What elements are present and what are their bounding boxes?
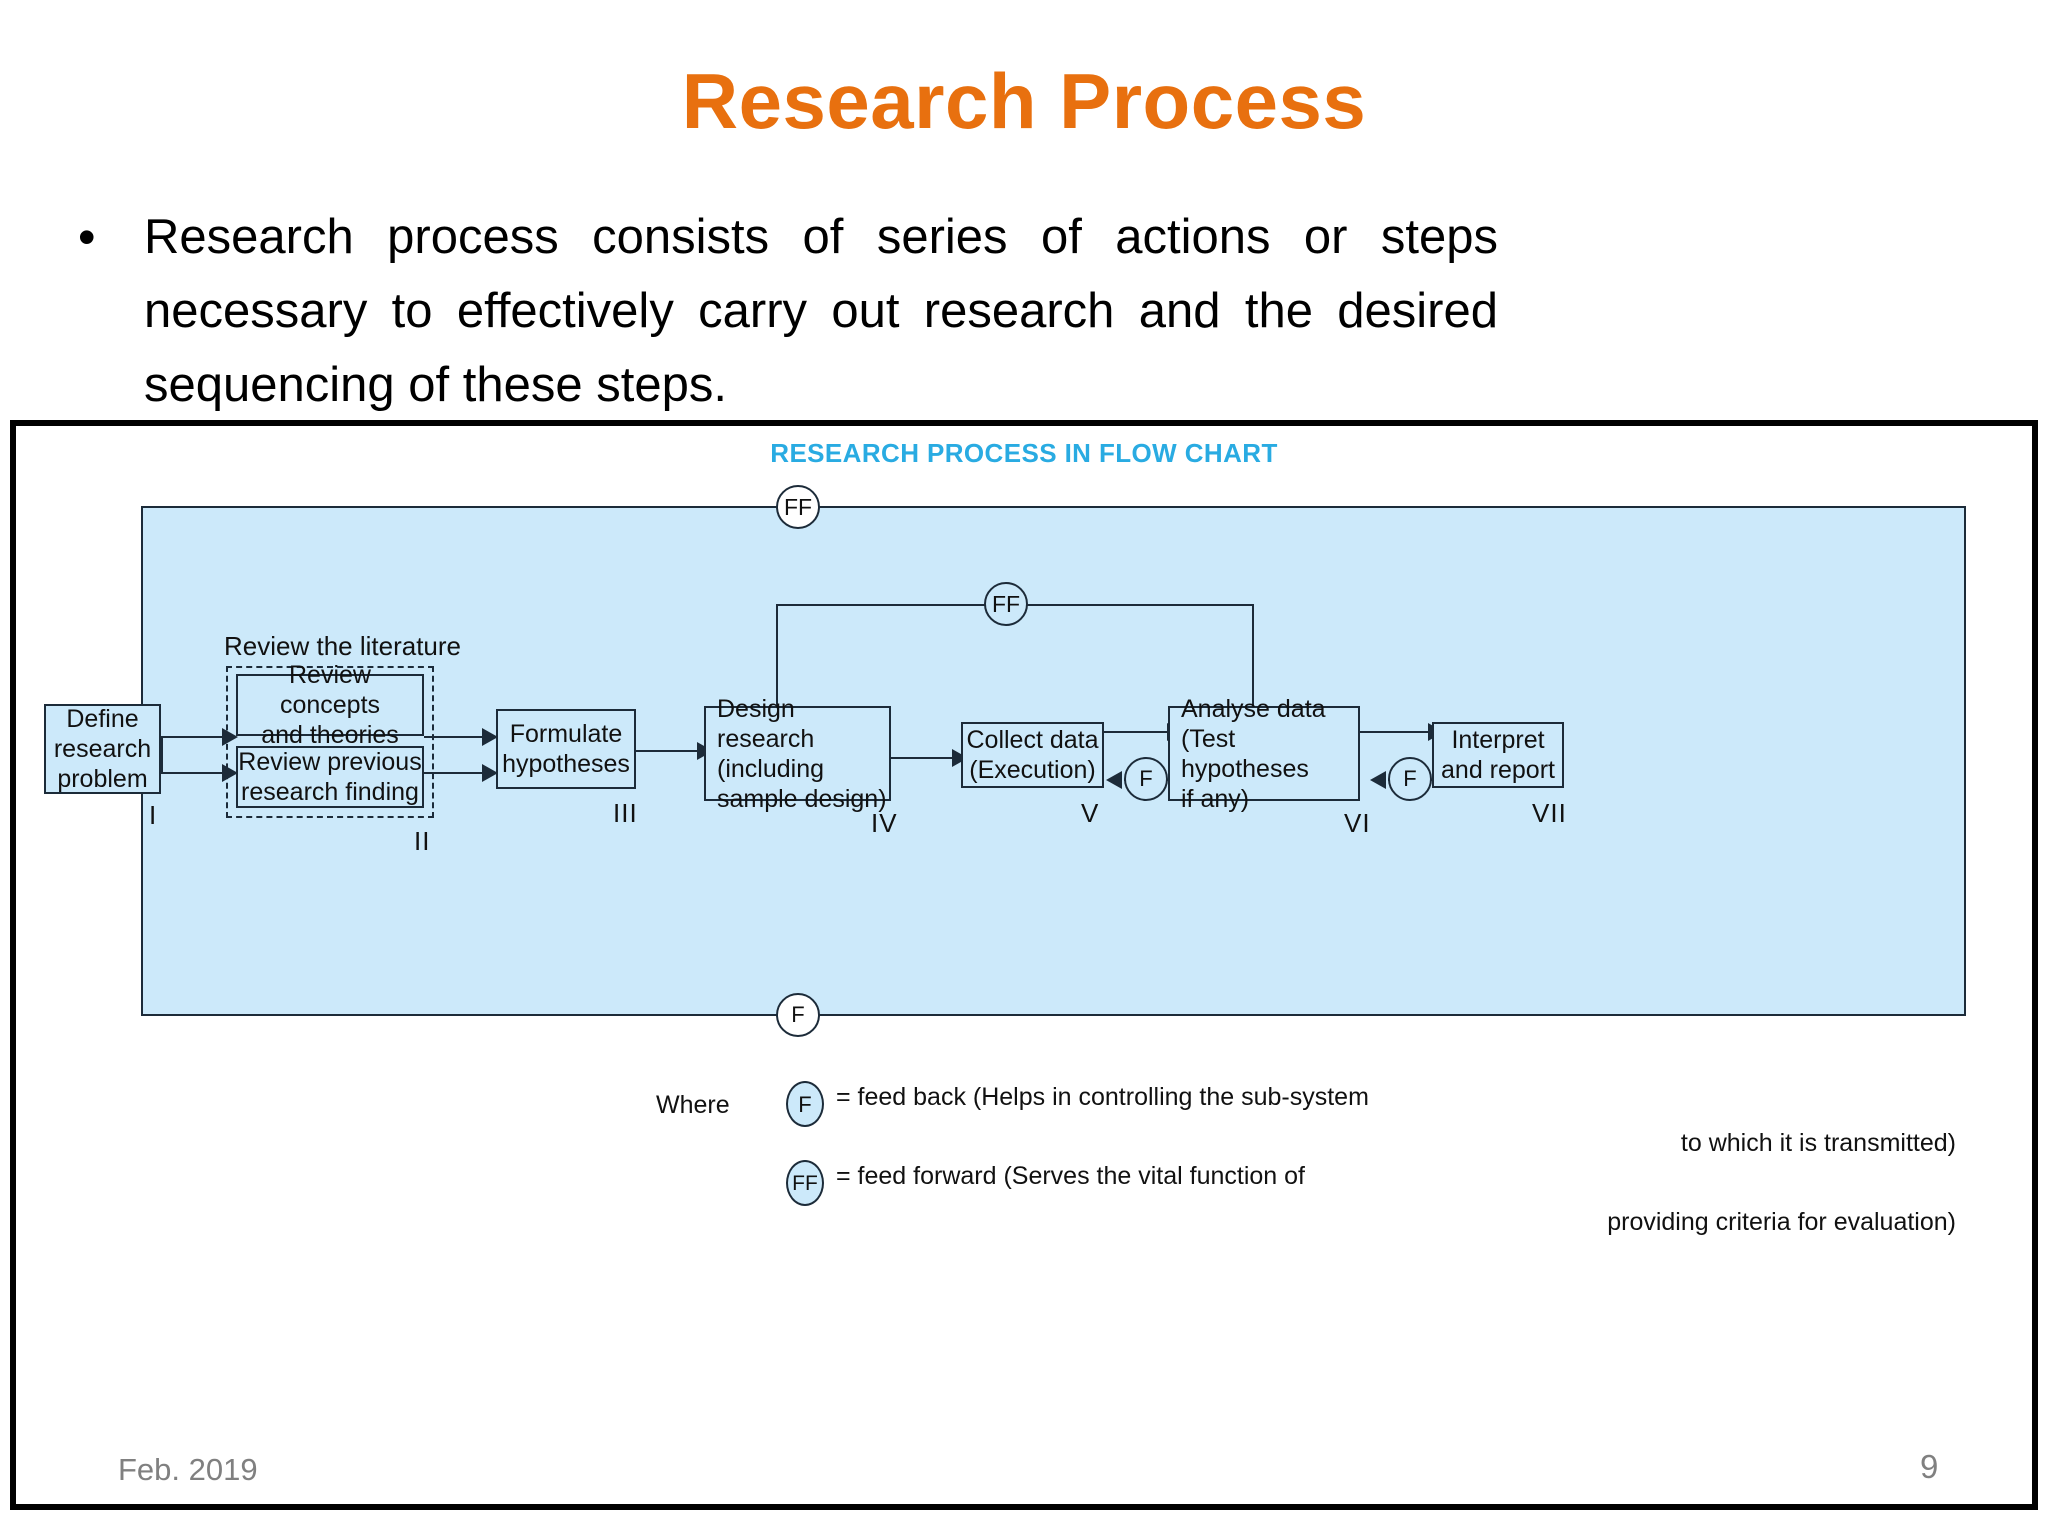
- legend-feedforward-text: = feed forward (Serves the vital functio…: [836, 1162, 1305, 1190]
- legend-feedback-text-cont: to which it is transmitted): [1680, 1129, 1956, 1157]
- node-line: Review previous: [238, 748, 422, 776]
- node-line: (including: [717, 754, 825, 783]
- legend-feedback-badge: F: [786, 1081, 824, 1127]
- arrowhead: [1106, 771, 1122, 789]
- feed-forward-badge-top: FF: [776, 485, 820, 529]
- ff-inner-rail-right: [1252, 604, 1254, 727]
- node-line: if any): [1181, 784, 1250, 813]
- legend-row-feedforward: FF = feed forward (Serves the vital func…: [786, 1160, 1966, 1206]
- roman-numeral-iv: IV: [871, 808, 898, 838]
- feedback-badge-v: F: [1124, 757, 1168, 801]
- legend: Where F = feed back (Helps in controllin…: [656, 1081, 1966, 1239]
- node-line: hypotheses: [502, 750, 630, 778]
- edge-iib-to-iii: [424, 772, 484, 774]
- node-collect-data: Collect data (Execution): [961, 722, 1104, 788]
- node-line: sample design): [717, 784, 887, 813]
- roman-numeral-i: I: [149, 800, 158, 830]
- bullet-marker-icon: •: [78, 209, 96, 265]
- footer-date: Feb. 2019: [118, 1452, 258, 1487]
- edge-vi-to-vii: [1360, 731, 1430, 733]
- group-caption-review-literature: Review the literature: [224, 631, 461, 661]
- node-interpret-and-report: Interpret and report: [1432, 722, 1564, 788]
- edge-i-to-iia: [161, 736, 224, 738]
- edge-i-to-iib: [161, 772, 224, 774]
- node-line: problem: [57, 765, 148, 793]
- node-line: Review concepts: [279, 661, 381, 719]
- feedback-badge-bottom: F: [776, 993, 820, 1037]
- page-title: Research Process: [681, 57, 1367, 145]
- edge-i-split: [161, 736, 163, 774]
- node-line: (Execution): [969, 756, 1096, 784]
- node-line: Interpret: [1451, 726, 1545, 754]
- arrowhead: [482, 764, 498, 782]
- edge-v-to-vi: [1104, 731, 1169, 733]
- arrowhead: [1370, 771, 1386, 789]
- node-line: and theories: [261, 721, 399, 749]
- node-line: Formulate: [509, 720, 623, 748]
- arrowhead: [482, 728, 498, 746]
- edge-iia-to-iii: [424, 736, 484, 738]
- legend-where-label: Where: [656, 1091, 730, 1119]
- footer-page-number: 9: [1920, 1448, 1939, 1485]
- feed-forward-badge-inner: FF: [984, 582, 1028, 626]
- node-review-previous-research-finding: Review previous research finding: [236, 746, 424, 808]
- edge-iv-to-v: [891, 757, 954, 759]
- node-line: Define: [66, 705, 139, 733]
- node-define-research-problem: Define research problem: [44, 704, 161, 794]
- roman-numeral-vii: VII: [1532, 798, 1567, 828]
- edge-iii-to-iv: [636, 750, 699, 752]
- legend-feedforward-badge: FF: [786, 1160, 824, 1206]
- node-line: Design research: [717, 694, 815, 753]
- node-design-research: Design research (including sample design…: [704, 695, 891, 813]
- node-line: Collect data: [966, 726, 1099, 754]
- legend-feedforward-text-cont: providing criteria for evaluation): [1607, 1208, 1956, 1236]
- node-line: and report: [1441, 756, 1555, 784]
- legend-row-feedback: F = feed back (Helps in controlling the …: [786, 1081, 1966, 1127]
- legend-feedback-text: = feed back (Helps in controlling the su…: [836, 1083, 1369, 1111]
- node-line: (Test hypotheses: [1181, 724, 1309, 783]
- bullet-paragraph: • Research process consists of series of…: [78, 200, 1498, 422]
- node-review-concepts-and-theories: Review concepts and theories: [236, 661, 424, 749]
- node-line: Analyse data: [1181, 694, 1326, 723]
- roman-numeral-vi: VI: [1344, 808, 1371, 838]
- ff-inner-rail-left: [776, 604, 778, 727]
- bullet-text: Research process consists of series of a…: [144, 210, 1498, 412]
- node-formulate-hypotheses: Formulate hypotheses: [496, 709, 636, 789]
- node-analyse-data: Analyse data (Test hypotheses if any): [1168, 695, 1360, 813]
- flowchart-title: RESEARCH PROCESS IN FLOW CHART: [770, 438, 1278, 468]
- node-line: research: [53, 735, 152, 763]
- roman-numeral-v: V: [1081, 798, 1100, 828]
- group-box-review-literature: [226, 666, 434, 818]
- feedback-badge-vi: F: [1388, 757, 1432, 801]
- flowchart-image: RESEARCH PROCESS IN FLOW CHART FF FF Def…: [10, 420, 2038, 1510]
- roman-numeral-ii: II: [414, 826, 431, 856]
- roman-numeral-iii: III: [613, 798, 638, 828]
- node-line: research finding: [241, 778, 419, 806]
